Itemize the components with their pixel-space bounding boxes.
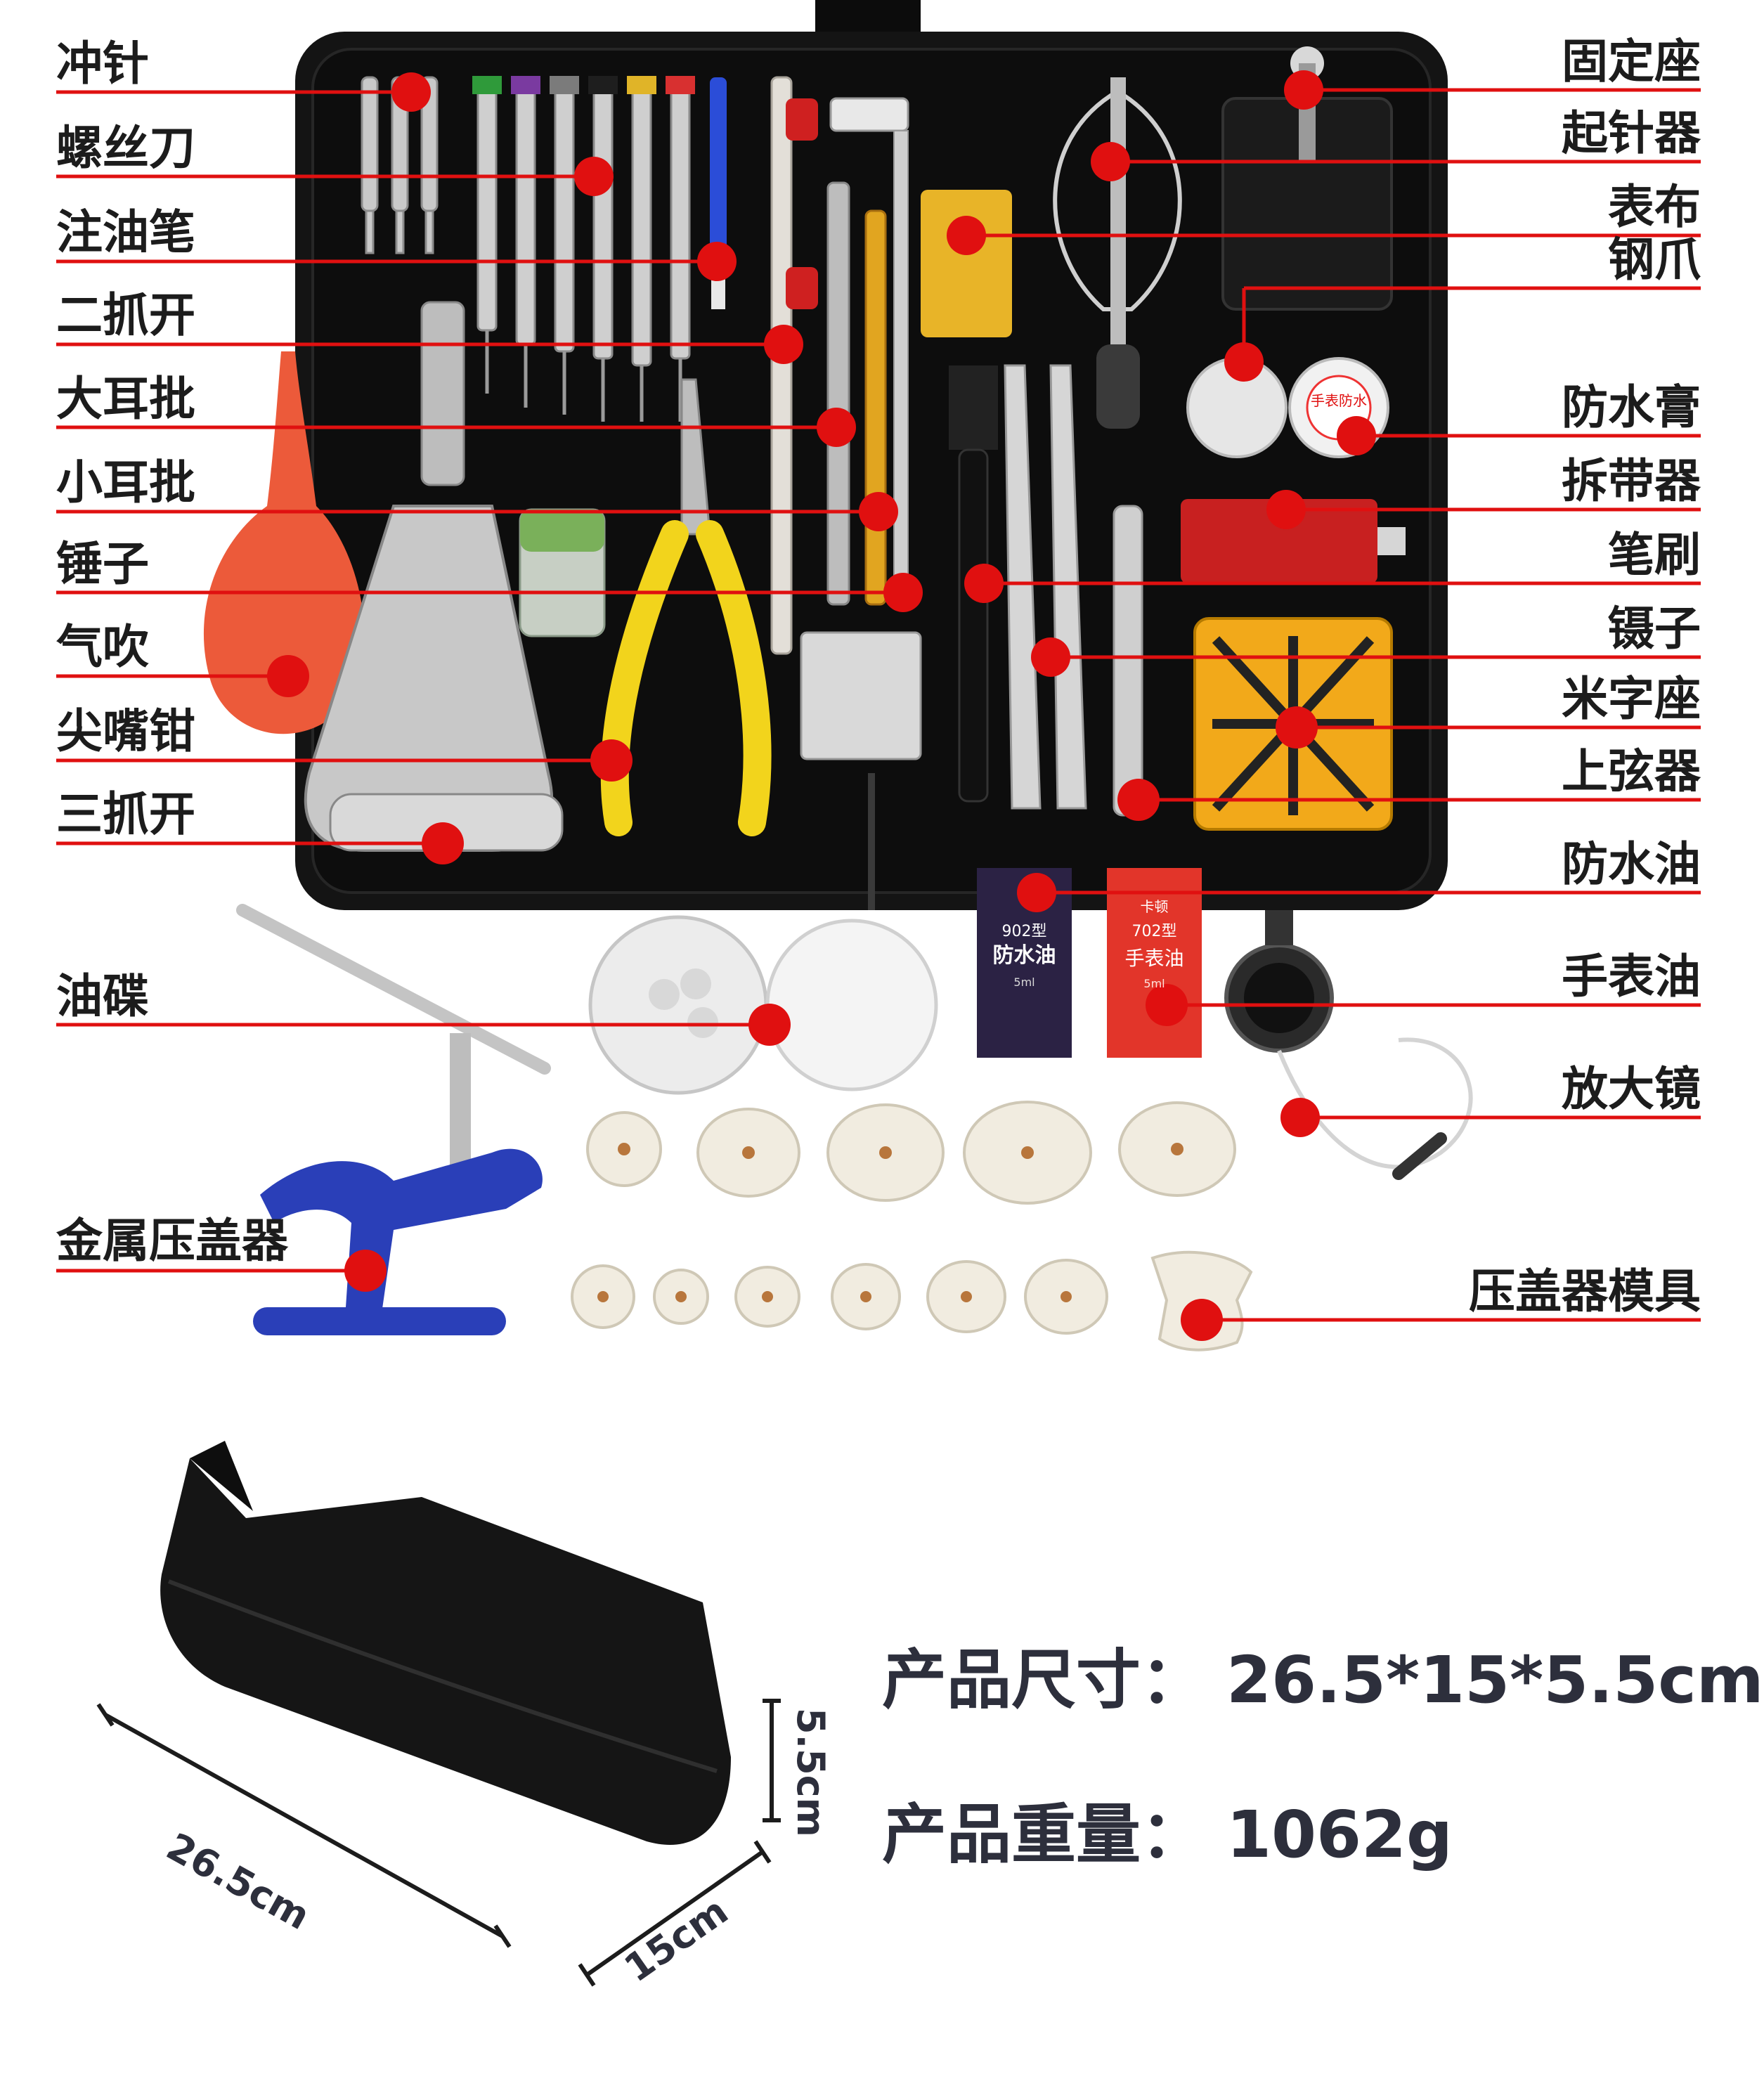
label-two-claw-opener: 二抓开 — [56, 288, 195, 342]
oil-902-name: 防水油 — [992, 943, 1056, 968]
label-pliers: 尖嘴钳 — [56, 704, 195, 758]
label-cloth: 表布 — [1608, 180, 1701, 234]
label-hand-remover: 起针器 — [1562, 106, 1701, 160]
oil-702-model: 702型 — [1131, 923, 1177, 940]
oil-boxes-icon — [977, 868, 1202, 1058]
product-size-value: 26.5*15*5.5cm — [1226, 1642, 1764, 1718]
spring-bars-bag-icon — [800, 631, 922, 760]
winder-icon — [1113, 505, 1143, 817]
oil-dish-icon — [588, 915, 938, 1095]
oil-902-volume: 5ml — [1013, 976, 1035, 989]
label-large-spring-bar-tool: 大耳批 — [56, 372, 195, 426]
magnifier-icon — [1224, 910, 1473, 1180]
grease-jar-label: 手表防水 — [1311, 392, 1367, 409]
label-strap-remover: 拆带器 — [1562, 454, 1701, 508]
label-waterproof-oil: 防水油 — [1562, 837, 1701, 891]
label-three-claw-opener: 三抓开 — [56, 787, 195, 841]
label-oil-pen: 注油笔 — [56, 205, 195, 259]
pliers-icon — [600, 378, 772, 836]
dimension-height: 5.5cm — [789, 1708, 833, 1837]
label-air-blower: 气吹 — [56, 620, 149, 674]
air-blower-icon — [203, 351, 365, 734]
label-screwdriver: 螺丝刀 — [56, 121, 195, 175]
pins-bottle-icon — [519, 508, 606, 637]
hammer-icon — [829, 97, 909, 602]
label-movement-holder: 米字座 — [1562, 672, 1701, 726]
brush-icon — [949, 365, 998, 803]
label-oil-dish: 油碟 — [56, 969, 149, 1023]
oil-702-brand: 卡顿 — [1140, 898, 1169, 915]
dimension-lines — [96, 1699, 781, 1987]
product-weight-value: 1062g — [1226, 1797, 1453, 1872]
oil-702-name: 手表油 — [1124, 947, 1184, 970]
hand-remover-icon — [1053, 77, 1182, 429]
label-press-dies: 压盖器模具 — [1469, 1264, 1701, 1318]
oil-702-volume: 5ml — [1143, 977, 1165, 990]
label-brush: 笔刷 — [1608, 528, 1701, 582]
screwdrivers-icon — [472, 76, 695, 422]
closed-case-icon — [160, 1441, 731, 1845]
label-magnifier: 放大镜 — [1562, 1062, 1701, 1116]
polishing-cloth-icon — [921, 190, 1012, 337]
callout-lines — [56, 88, 1701, 1322]
strap-remover-icon — [1181, 499, 1406, 583]
label-tweezers: 镊子 — [1608, 602, 1701, 656]
label-hammer: 锤子 — [56, 537, 149, 591]
label-waterproof-grease: 防水膏 — [1562, 380, 1701, 434]
product-weight-label: 产品重量： — [882, 1797, 1206, 1872]
product-size-label: 产品尺寸： — [882, 1642, 1206, 1718]
label-case-holder: 固定座 — [1562, 34, 1701, 89]
oil-902-model: 902型 — [1001, 923, 1047, 940]
two-claw-opener-icon — [770, 76, 818, 655]
label-watch-oil: 手表油 — [1562, 949, 1701, 1004]
label-steel-claw: 钢爪 — [1608, 233, 1701, 287]
label-metal-case-press: 金属压盖器 — [56, 1214, 288, 1268]
callout-dots — [267, 70, 1376, 1341]
label-punch-pins: 冲针 — [56, 37, 149, 91]
label-small-spring-bar-tool: 小耳批 — [56, 455, 195, 510]
case-press-icon — [236, 904, 551, 1335]
label-winder: 上弦器 — [1562, 744, 1701, 798]
press-dies-icon — [571, 1101, 1253, 1352]
